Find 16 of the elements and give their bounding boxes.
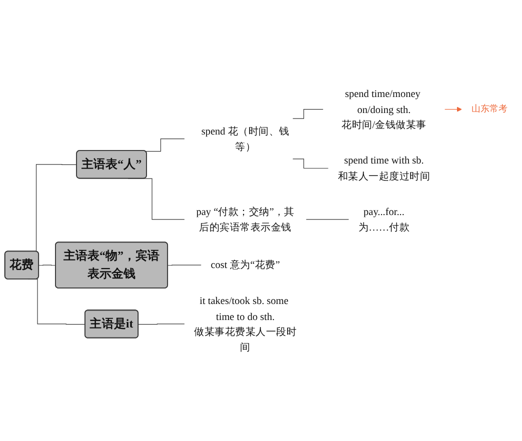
node-text: cost 意为“花费”: [210, 259, 280, 271]
connector: [38, 264, 56, 266]
node-text: 山东常考: [471, 104, 508, 114]
connector: [168, 264, 202, 266]
connector: [306, 219, 349, 220]
node-text: it takes/took sb. some time to do sth. 做某事花费某人一段时间: [194, 295, 297, 353]
connector: [145, 138, 185, 152]
node-text: spend 花（时间、钱等）: [201, 125, 290, 152]
node-text: pay...for... 为……付款: [358, 206, 410, 233]
arrow: [444, 106, 462, 112]
connector: [292, 158, 329, 169]
connector: [138, 324, 185, 325]
node-text: spend time with sb. 和某人一起度过时间: [338, 154, 430, 182]
connector: [292, 109, 324, 119]
node-text: pay “付款；交纳”，其后的宾语常表示金钱: [196, 206, 294, 233]
node-text: spend time/money on/doing sth. 花时间/金钱做某事: [342, 88, 426, 130]
